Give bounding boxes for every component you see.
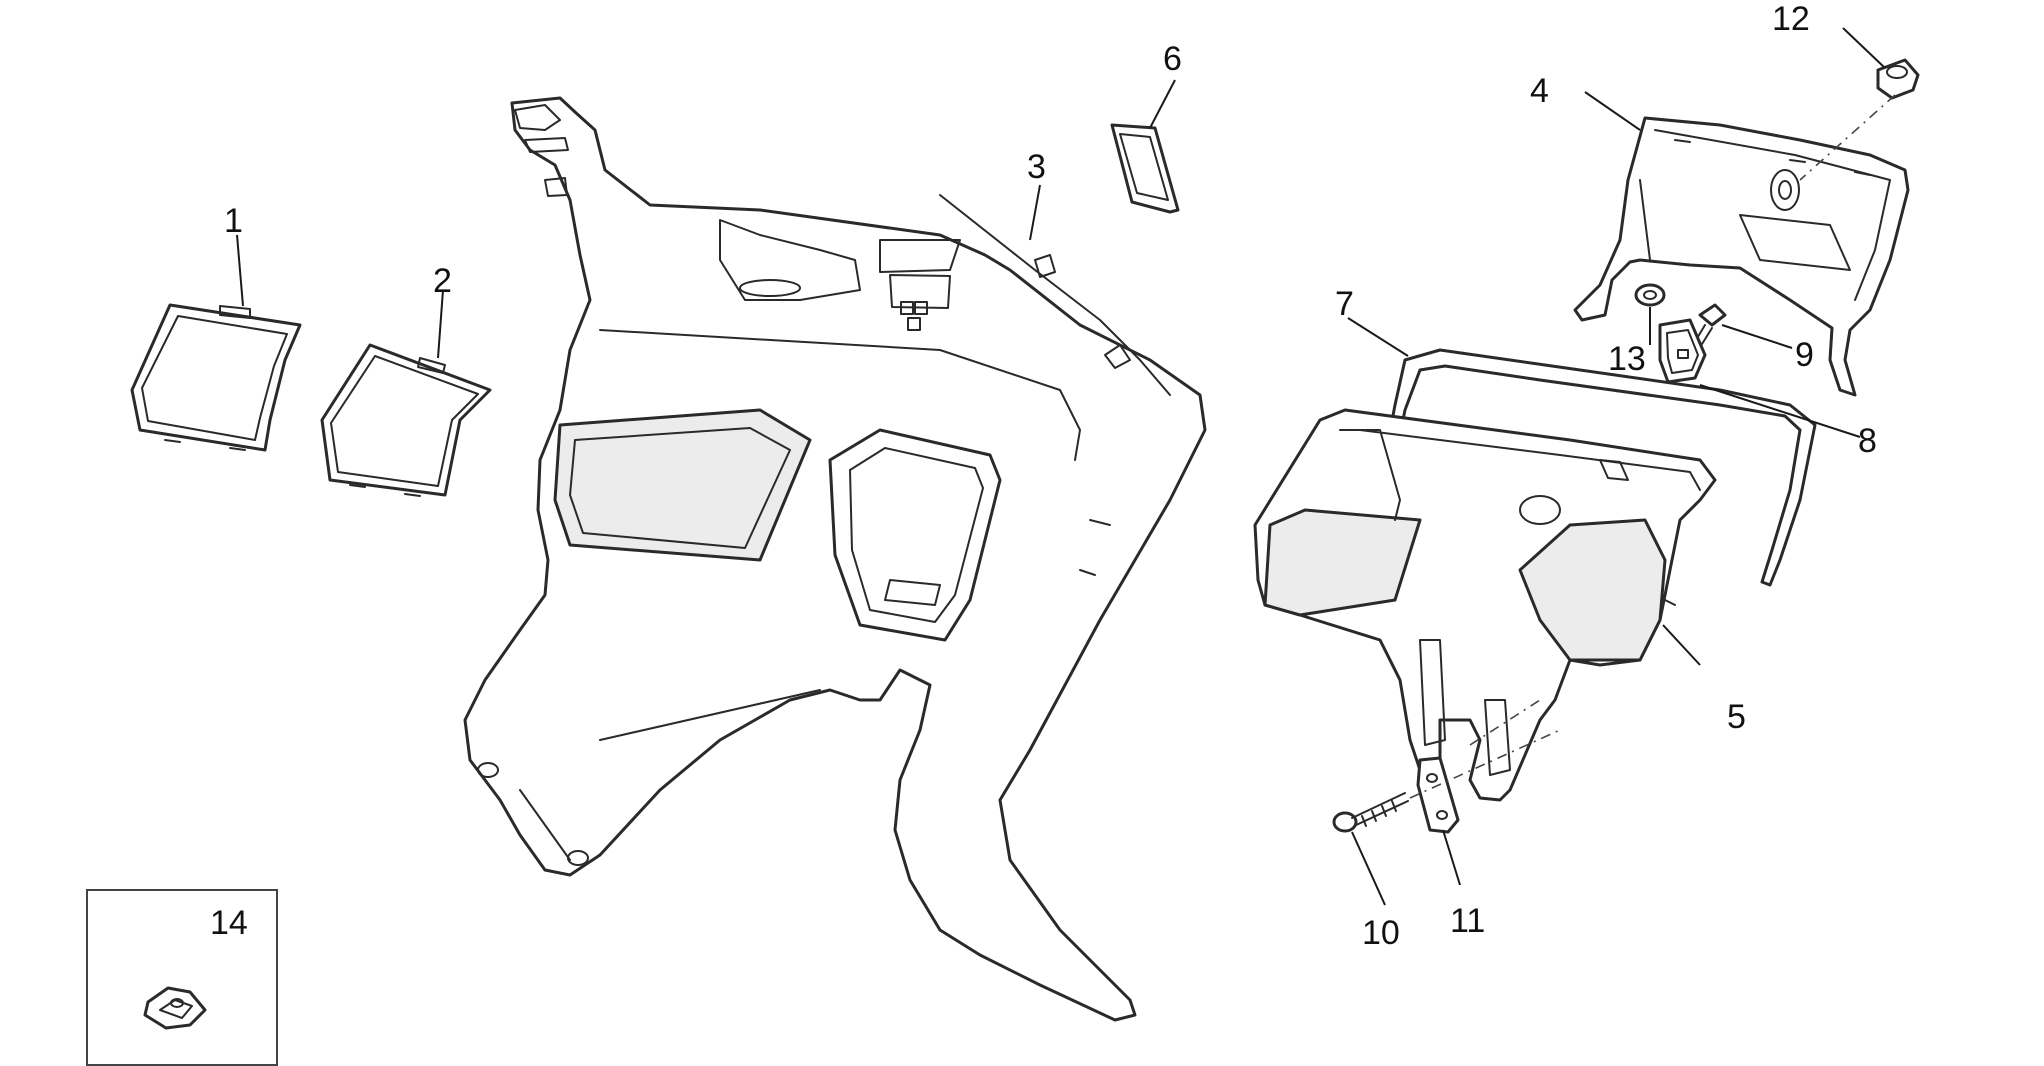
inset-box-part-14: [86, 889, 278, 1066]
callout-4: 4: [1530, 72, 1549, 110]
callout-14: 14: [210, 904, 248, 942]
callout-13: 13: [1608, 340, 1646, 378]
part-1-vent-cover: [130, 303, 302, 452]
callout-5: 5: [1727, 698, 1746, 736]
part-4-bracket: [1573, 116, 1910, 397]
part-6-clip: [1110, 123, 1180, 214]
callout-1: 1: [224, 202, 243, 240]
assembly-lines: [1409, 94, 1896, 799]
callout-11: 11: [1450, 902, 1485, 940]
part-12-cap: [1876, 58, 1920, 100]
callout-labels: 1 2 3 4 5 6 7 8 9 10 11 12 13 14: [210, 0, 1877, 952]
callout-10: 10: [1362, 914, 1400, 952]
part-8-plate: [1658, 318, 1707, 384]
callout-2: 2: [433, 262, 452, 300]
callout-12: 12: [1772, 0, 1810, 38]
part-2-vent-cover: [320, 343, 492, 497]
part-5-storage-tray: [1253, 408, 1717, 802]
callout-3: 3: [1027, 148, 1046, 186]
part-11-bracket: [1416, 756, 1460, 834]
callout-8: 8: [1858, 422, 1877, 460]
callout-7: 7: [1335, 285, 1354, 323]
leader-lines: [236, 27, 1886, 906]
part-3-inner-shield: [463, 96, 1207, 1022]
part-10-bolt: [1332, 792, 1409, 833]
callout-6: 6: [1163, 40, 1182, 78]
part-13-washer: [1634, 283, 1666, 307]
callout-9: 9: [1795, 336, 1814, 374]
